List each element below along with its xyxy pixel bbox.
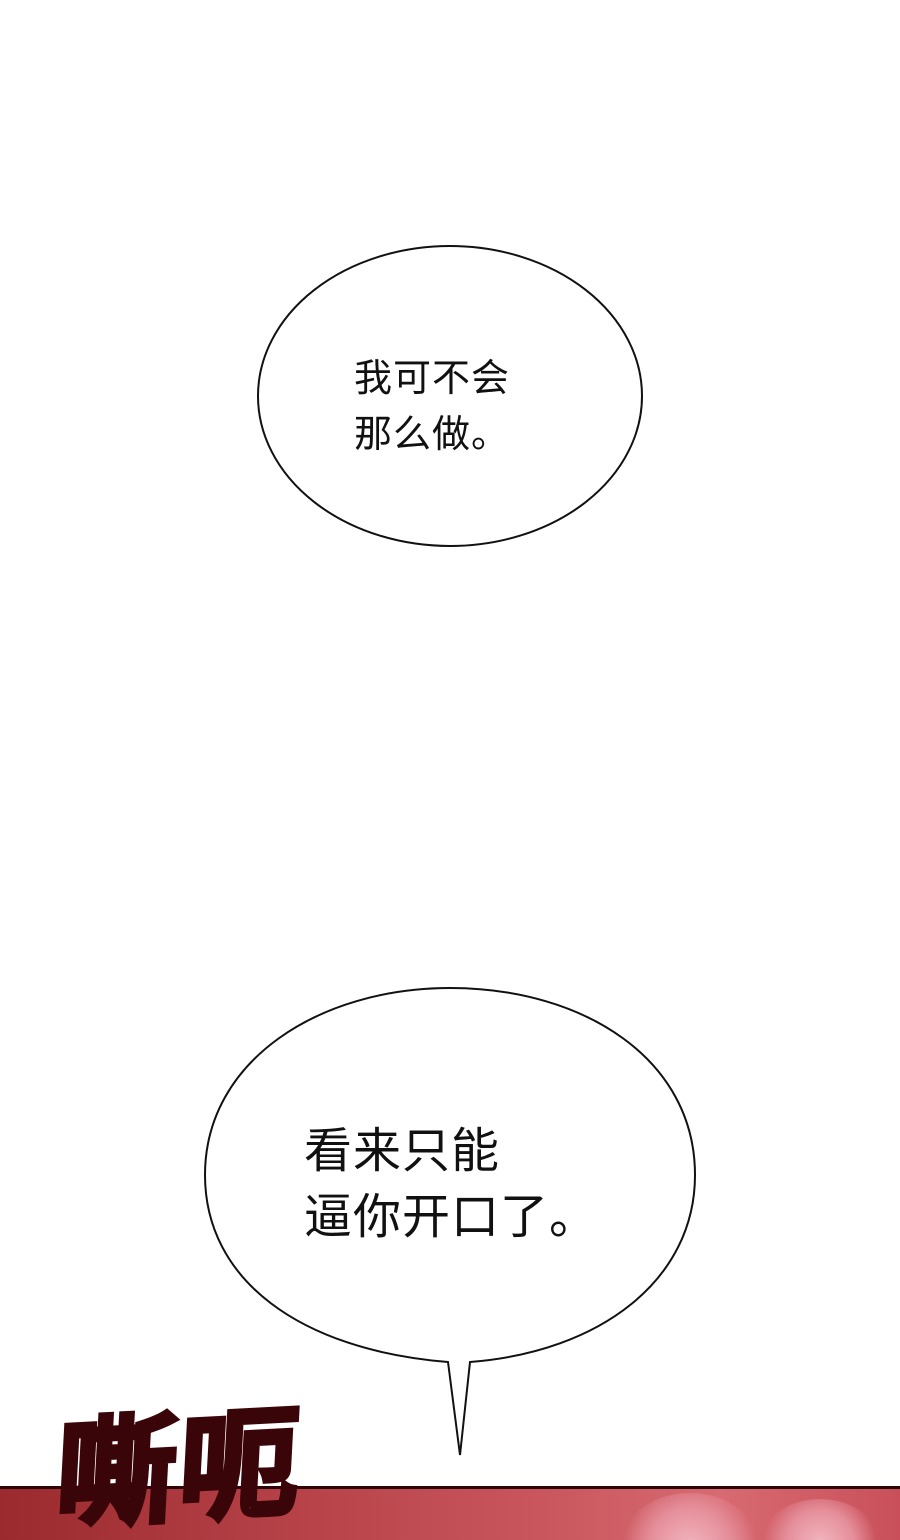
speech-bubble-2	[203, 986, 697, 1456]
speech-bubble-2-text: 看来只能 逼你开口了。	[304, 1118, 598, 1250]
scene-highlight-blob	[760, 1499, 880, 1540]
speech-bubble-1-line-1: 我可不会	[354, 356, 511, 400]
speech-bubble-1-text: 我可不会 那么做。	[354, 350, 510, 462]
scene-highlight-blob	[620, 1493, 760, 1540]
speech-bubble-2-line-1: 看来只能	[304, 1123, 501, 1179]
speech-bubble-2-line-2: 逼你开口了。	[304, 1189, 599, 1245]
sound-effect-text: 嘶呃	[51, 1390, 308, 1540]
speech-bubble-1	[257, 245, 643, 547]
speech-bubble-1-line-2: 那么做。	[354, 412, 511, 456]
red-scene-panel	[0, 1486, 900, 1540]
